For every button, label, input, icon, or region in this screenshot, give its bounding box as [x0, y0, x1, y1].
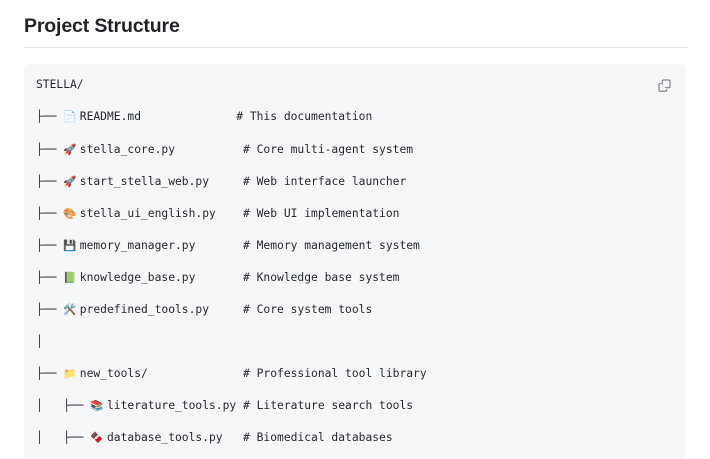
- tree-branch: ├──: [36, 110, 64, 124]
- tree-line: ├── 🚀 start_stella_web.py # Web interfac…: [36, 174, 672, 190]
- file-tree: STELLA/ ├── 📄 README.md # This documenta…: [36, 77, 672, 459]
- tree-entry-name: database_tools.py: [106, 431, 223, 445]
- tree-line: │ ├── 🍫 database_tools.py # Biomedical d…: [36, 430, 672, 446]
- tree-line: ├── 📄 README.md # This documentation: [36, 109, 672, 125]
- tree-entry-name: memory_manager.py: [79, 238, 196, 252]
- tree-entry-name: predefined_tools.py: [79, 303, 210, 317]
- copy-icon: [657, 79, 671, 92]
- tree-entry-name: stella_ui_english.py: [79, 206, 216, 220]
- tree-entry-comment: # Literature search tools: [243, 399, 414, 413]
- tree-line: ├── 📗 knowledge_base.py # Knowledge base…: [36, 270, 672, 286]
- tree-entry-comment: # Biomedical databases: [243, 431, 393, 445]
- tree-entry-name: new_tools/: [79, 367, 148, 381]
- tree-entry-comment: # Memory management system: [243, 238, 420, 252]
- tree-branch: ├──: [36, 142, 64, 156]
- chocolate-bar-icon: 🍫: [90, 432, 107, 445]
- tree-entry-name: README.md: [79, 110, 141, 124]
- tree-gap: [236, 399, 243, 412]
- tree-line: ├── 🛠️ predefined_tools.py # Core system…: [36, 302, 672, 318]
- tree-entry-comment: # This documentation: [236, 110, 373, 124]
- tree-branch: ├──: [36, 303, 64, 317]
- tools-icon: 🛠️: [63, 304, 80, 317]
- tree-entry-comment: # Professional tool library: [243, 367, 427, 381]
- palette-icon: 🎨: [63, 207, 80, 220]
- tree-entry-name: stella_core.py: [79, 142, 175, 156]
- tree-branch: │ ├──: [36, 431, 91, 445]
- tree-branch: │ ├──: [36, 399, 91, 413]
- green-book-icon: 📗: [63, 271, 80, 284]
- tree-line: ├── 🎨 stella_ui_english.py # Web UI impl…: [36, 206, 672, 222]
- page-icon: 📄: [63, 111, 80, 124]
- tree-gap: [195, 239, 243, 252]
- tree-line: │ ├── 📚 literature_tools.py # Literature…: [36, 398, 672, 414]
- tree-line: ├── 📁 new_tools/ # Professional tool lib…: [36, 366, 672, 382]
- tree-branch: ├──: [36, 206, 64, 220]
- tree-branch: ├──: [36, 270, 64, 284]
- tree-entry-name: STELLA/: [36, 78, 84, 92]
- tree-gap: [223, 431, 243, 444]
- tree-entry-name: literature_tools.py: [106, 399, 237, 413]
- tree-entry-name: start_stella_web.py: [79, 174, 210, 188]
- tree-entry-comment: # Web UI implementation: [243, 206, 400, 220]
- tree-branch: │: [36, 335, 43, 349]
- page-heading: Project Structure: [24, 14, 688, 49]
- rocket-icon: 🚀: [63, 175, 80, 188]
- tree-branch: ├──: [36, 238, 64, 252]
- tree-line: STELLA/: [36, 77, 672, 93]
- tree-gap: [141, 110, 236, 123]
- rocket-icon: 🚀: [63, 143, 80, 156]
- tree-gap: [175, 143, 243, 156]
- tree-entry-comment: # Core multi-agent system: [243, 142, 414, 156]
- tree-gap: [209, 175, 243, 188]
- folder-icon: 📁: [63, 368, 80, 381]
- tree-gap: [195, 271, 243, 284]
- floppy-disk-icon: 💾: [63, 239, 80, 252]
- copy-icon-button[interactable]: [651, 72, 677, 98]
- code-block: STELLA/ ├── 📄 README.md # This documenta…: [24, 64, 686, 459]
- tree-branch: ├──: [36, 174, 64, 188]
- page-title: Project Structure: [24, 15, 180, 37]
- tree-line: ├── 🚀 stella_core.py # Core multi-agent …: [36, 142, 672, 158]
- tree-entry-comment: # Core system tools: [243, 303, 373, 317]
- books-icon: 📚: [90, 400, 107, 413]
- tree-gap: [216, 207, 243, 220]
- tree-gap: [209, 303, 243, 316]
- tree-line: │: [36, 334, 672, 350]
- tree-gap: [148, 367, 243, 380]
- tree-entry-name: knowledge_base.py: [79, 270, 196, 284]
- tree-branch: ├──: [36, 367, 64, 381]
- tree-entry-comment: # Knowledge base system: [243, 270, 400, 284]
- tree-line: ├── 💾 memory_manager.py # Memory managem…: [36, 238, 672, 254]
- tree-entry-comment: # Web interface launcher: [243, 174, 407, 188]
